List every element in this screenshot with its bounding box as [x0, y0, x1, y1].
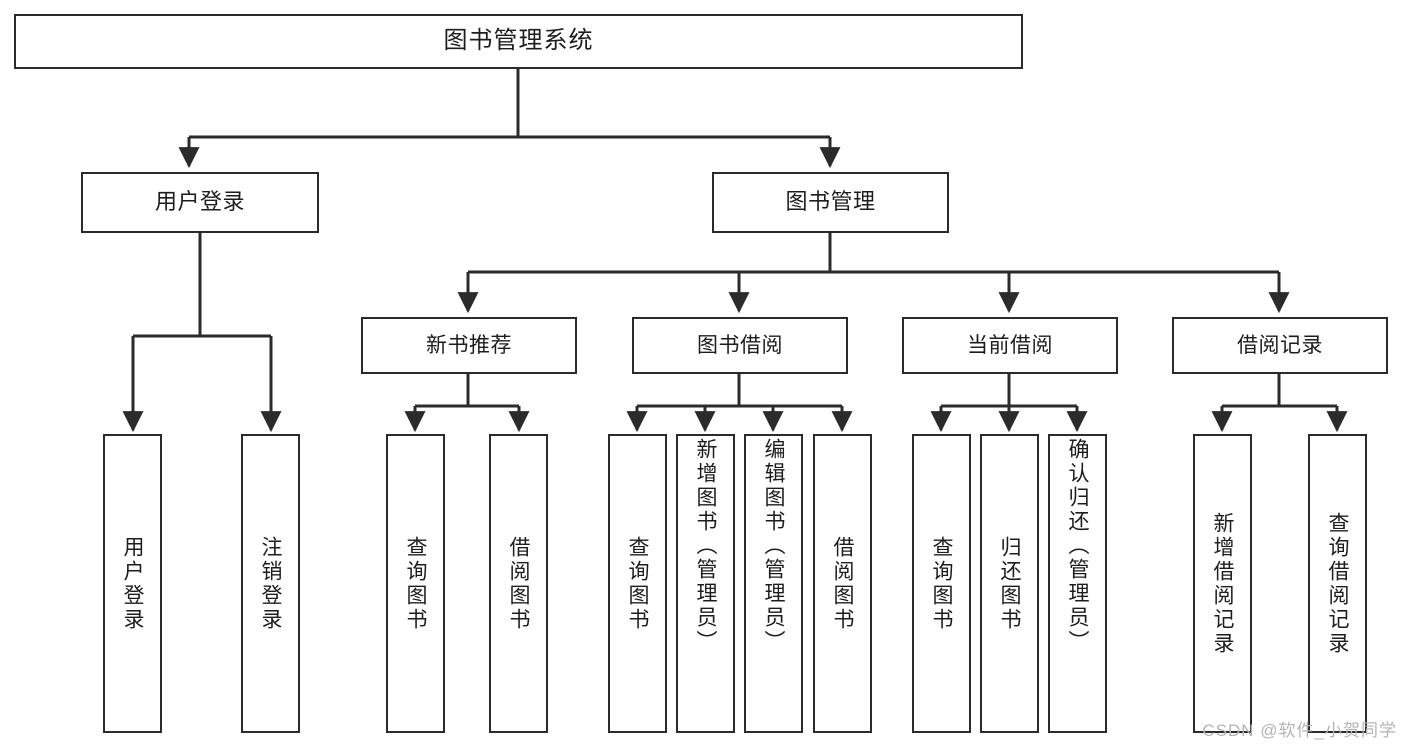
node-root-label: 图书管理系统: [443, 27, 594, 55]
node-new-book-rec[interactable]: 新书推荐: [361, 317, 577, 374]
node-leaf-current-borrow-2[interactable]: 归还图书: [980, 434, 1039, 733]
node-leaf-book-borrow-1-label: 查询图书: [626, 535, 649, 632]
node-current-borrow[interactable]: 当前借阅: [902, 317, 1118, 374]
node-root[interactable]: 图书管理系统: [14, 14, 1023, 69]
node-leaf-borrow-record-2[interactable]: 查询借阅记录: [1308, 434, 1367, 733]
node-leaf-user-login-1[interactable]: 用户登录: [103, 434, 162, 733]
node-user-login-label: 用户登录: [154, 189, 245, 215]
node-leaf-book-borrow-1[interactable]: 查询图书: [608, 434, 667, 733]
node-leaf-book-borrow-4[interactable]: 借阅图书: [813, 434, 872, 733]
node-leaf-user-login-1-label: 用户登录: [121, 535, 144, 632]
node-leaf-current-borrow-3[interactable]: 确认归还（管理员）: [1048, 434, 1107, 733]
node-leaf-new-book-rec-1-label: 查询图书: [404, 535, 427, 632]
node-book-borrow[interactable]: 图书借阅: [632, 317, 848, 374]
watermark: CSDN @软件_小贺同学: [1202, 721, 1397, 740]
node-leaf-user-login-2-label: 注销登录: [259, 535, 282, 632]
node-user-login[interactable]: 用户登录: [81, 172, 319, 233]
node-leaf-current-borrow-1-label: 查询图书: [930, 535, 953, 632]
node-borrow-record-label: 借阅记录: [1237, 333, 1323, 357]
node-leaf-user-login-2[interactable]: 注销登录: [241, 434, 300, 733]
node-leaf-book-borrow-3-label: 编辑图书（管理员）: [762, 438, 785, 654]
node-leaf-book-borrow-2-label: 新增图书（管理员）: [694, 438, 717, 654]
node-book-borrow-label: 图书借阅: [697, 333, 783, 357]
node-leaf-borrow-record-1[interactable]: 新增借阅记录: [1193, 434, 1252, 733]
node-book-manage[interactable]: 图书管理: [712, 172, 949, 233]
node-leaf-borrow-record-2-label: 查询借阅记录: [1326, 511, 1349, 656]
node-current-borrow-label: 当前借阅: [967, 333, 1053, 357]
node-leaf-new-book-rec-1[interactable]: 查询图书: [386, 434, 445, 733]
node-leaf-book-borrow-3[interactable]: 编辑图书（管理员）: [744, 434, 803, 733]
node-book-manage-label: 图书管理: [785, 189, 876, 215]
node-borrow-record[interactable]: 借阅记录: [1172, 317, 1388, 374]
node-leaf-new-book-rec-2-label: 借阅图书: [507, 535, 530, 632]
node-leaf-current-borrow-3-label: 确认归还（管理员）: [1066, 438, 1089, 654]
node-new-book-rec-label: 新书推荐: [426, 333, 512, 357]
node-leaf-book-borrow-4-label: 借阅图书: [831, 535, 854, 632]
node-leaf-current-borrow-1[interactable]: 查询图书: [912, 434, 971, 733]
node-leaf-new-book-rec-2[interactable]: 借阅图书: [489, 434, 548, 733]
node-leaf-current-borrow-2-label: 归还图书: [998, 535, 1021, 632]
node-leaf-borrow-record-1-label: 新增借阅记录: [1211, 511, 1234, 656]
node-leaf-book-borrow-2[interactable]: 新增图书（管理员）: [676, 434, 735, 733]
